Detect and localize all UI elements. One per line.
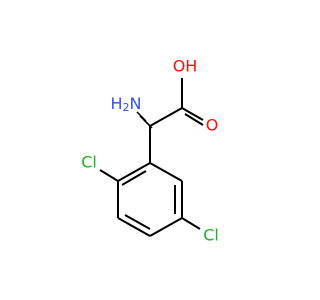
hydroxyl-label: OH (173, 57, 198, 76)
chlorine-ortho-label: Cl (81, 153, 97, 172)
stereo-hash-bond (136, 111, 153, 129)
amine-label: H2N (111, 94, 142, 115)
atom-labels: H2N OH O Cl Cl (81, 57, 219, 245)
carbonyl-oxygen-label: O (206, 116, 219, 135)
ring-bond-1 (117, 162, 151, 182)
ring-bond-4 (149, 217, 183, 237)
bond-ring-cl-meta (181, 217, 201, 230)
amine-subscript: 2 (123, 101, 130, 114)
amine-n: N (130, 94, 142, 113)
ring-bond-3b (124, 214, 151, 230)
molecule-structure: H2N OH O Cl Cl (81, 57, 219, 245)
ring-bond-3 (117, 217, 151, 237)
bonds (99, 78, 204, 237)
bond-ring-cl-ortho (99, 169, 119, 182)
chlorine-meta-label: Cl (203, 226, 219, 245)
bond-calpha-ccarboxyl (149, 107, 183, 127)
bond-ccarboxyl-o-1 (181, 107, 204, 121)
amine-h: H (111, 94, 123, 113)
ring-bond-1b (121, 170, 147, 186)
bond-ccarboxyl-o-2 (184, 113, 204, 126)
ring-bond-6 (149, 162, 183, 182)
